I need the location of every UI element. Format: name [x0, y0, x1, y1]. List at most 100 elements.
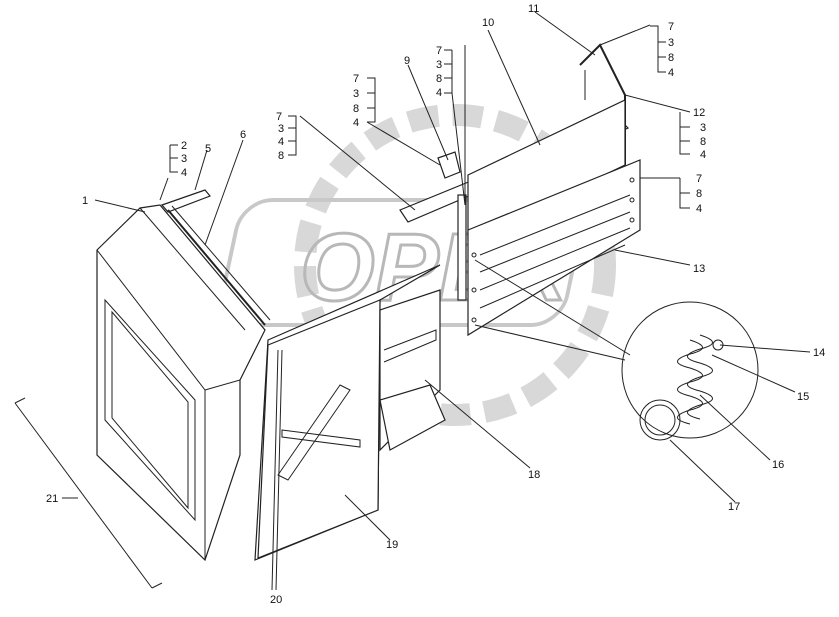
leader-left-stack	[299, 115, 416, 211]
leader-11	[534, 11, 596, 56]
stack-top-item: 7	[436, 45, 442, 57]
part-21-bracket	[14, 397, 163, 589]
spring-coil-back	[687, 334, 713, 420]
leader-9-stack	[366, 121, 441, 166]
stack-left-item: 8	[278, 150, 284, 162]
frame-floor	[379, 384, 446, 451]
housing-window-inner	[111, 310, 189, 510]
grille-hole	[629, 217, 635, 223]
leader-18	[424, 379, 531, 469]
label-6: 6	[240, 129, 246, 141]
part-9-block	[437, 151, 461, 179]
stack-left-item: 4	[278, 136, 284, 148]
leader-15	[711, 354, 796, 393]
stack-9-item: 8	[353, 103, 359, 115]
leader-16	[699, 394, 771, 461]
leader-13	[614, 249, 691, 266]
leader-top-stack	[451, 92, 466, 206]
part-6-bar	[167, 209, 266, 326]
grille-hole	[629, 197, 635, 203]
label-10: 10	[482, 17, 494, 29]
stack-9-item: 4	[353, 117, 359, 129]
leader-1	[94, 199, 146, 213]
part-13-grille	[467, 159, 641, 337]
bracket-21-tick	[14, 397, 26, 404]
part-6-bar-edge	[171, 205, 271, 321]
part-5-rod	[159, 177, 211, 213]
stack-5-item: 4	[181, 167, 187, 179]
stack-11-item: 7	[668, 21, 674, 33]
spring-coil-icon	[677, 339, 703, 425]
label-13: 13	[693, 263, 705, 275]
bracket-top	[444, 50, 453, 94]
label-17: 17	[728, 501, 740, 513]
grille-hole	[629, 177, 635, 183]
housing-window	[104, 298, 196, 522]
label-1: 1	[82, 195, 88, 207]
label-21: 21	[46, 493, 58, 505]
bracket-5	[169, 145, 178, 173]
grille-plate	[467, 159, 641, 337]
leader-11-stack	[599, 24, 651, 46]
stack-12-item: 3	[700, 122, 706, 134]
back-plate	[467, 99, 626, 241]
part-20-rod	[271, 349, 279, 591]
grille-hole	[471, 317, 477, 323]
housing-ridge	[139, 207, 246, 331]
stack-top-item: 4	[436, 87, 442, 99]
leader-12	[624, 94, 691, 113]
label-14: 14	[813, 347, 825, 359]
detail-circle	[621, 301, 759, 439]
vertical-post	[457, 194, 467, 301]
housing-body	[96, 204, 266, 562]
stack-13-item: 4	[696, 203, 702, 215]
bracket-12	[679, 112, 690, 155]
label-19: 19	[386, 539, 398, 551]
grille-hole	[471, 287, 477, 293]
stack-13-item: 7	[696, 173, 702, 185]
label-20: 20	[270, 594, 282, 606]
louvre-2	[479, 211, 631, 273]
stack-left-item: 7	[276, 111, 282, 123]
stack-11-item: 8	[668, 52, 674, 64]
label-12: 12	[693, 107, 705, 119]
stack-top-item: 8	[436, 73, 442, 85]
stack-12-item: 4	[700, 149, 706, 161]
leader-19	[344, 494, 391, 541]
label-9: 9	[404, 55, 410, 67]
stack-top-item: 3	[436, 59, 442, 71]
leader-lines	[62, 11, 811, 541]
stack-11-item: 3	[668, 37, 674, 49]
part-labels: 1 5 6 9 10 11 12 13 14 15 16 17 18 19 20…	[46, 3, 825, 606]
panel-face	[257, 299, 381, 559]
louvre-1	[479, 194, 631, 256]
bracket-13	[679, 178, 690, 209]
part-19-panel	[254, 264, 441, 561]
bracket-11	[650, 25, 666, 73]
label-18: 18	[528, 469, 540, 481]
bracket-9	[367, 77, 376, 123]
part-20-rod-edge	[275, 349, 283, 591]
detail-leader-b	[474, 324, 626, 361]
louvre-4	[479, 244, 626, 309]
label-5: 5	[205, 143, 211, 155]
stack-13-item: 8	[696, 188, 702, 200]
stack-5-item: 3	[181, 153, 187, 165]
leader-6	[204, 139, 244, 246]
grille-hole	[471, 252, 477, 258]
bracket-21-line	[14, 402, 153, 589]
stack-5-item: 2	[181, 140, 187, 152]
stack-brackets	[169, 25, 690, 209]
stack-left-item: 3	[278, 123, 284, 135]
label-16: 16	[772, 459, 784, 471]
spring-detail	[474, 259, 759, 441]
leader-17	[669, 439, 736, 503]
spring-ring-inner	[644, 404, 676, 436]
rod-body	[160, 189, 211, 213]
louvre-3	[479, 227, 631, 291]
label-15: 15	[797, 391, 809, 403]
rod-lead	[159, 177, 169, 201]
part-18-frame	[379, 289, 446, 452]
